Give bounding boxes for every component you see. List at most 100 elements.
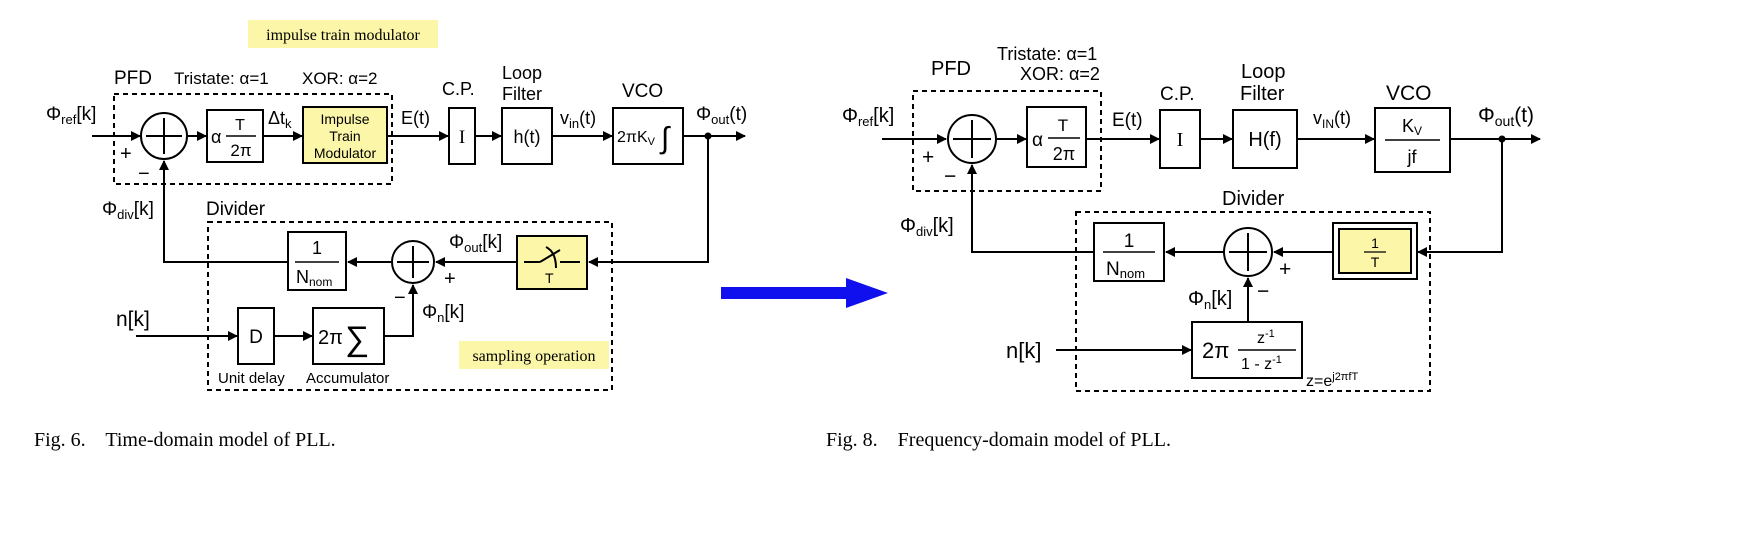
plus-sign: + — [120, 143, 132, 165]
xor-label-r: XOR: α=2 — [1020, 64, 1100, 84]
div-plus: + — [444, 268, 456, 290]
gain-2pi-r: 2π — [1053, 144, 1075, 164]
accumulator-block — [312, 307, 385, 365]
itm-line3: Modulator — [314, 145, 377, 161]
nnom-one-r: 1 — [1124, 231, 1135, 252]
sampler-T: T — [545, 270, 554, 286]
tristate-label-r: Tristate: α=1 — [997, 44, 1097, 64]
transition-arrow — [721, 278, 888, 308]
sampling-note-bg — [459, 341, 609, 369]
phi-div-label-r: Φdiv[k] — [900, 215, 954, 239]
loop-label-r: Loop — [1241, 61, 1286, 83]
nnom-block — [287, 231, 347, 291]
acc-2pi-r: 2π — [1202, 338, 1229, 363]
integral-sign: ∫ — [659, 122, 671, 155]
feedback-wire-r — [1417, 139, 1503, 257]
minus-sign: − — [138, 163, 150, 185]
delta-t-label: Δtk — [268, 108, 292, 131]
loop-label: Loop — [502, 63, 542, 83]
arrow-head — [846, 278, 888, 308]
h-t-text: h(t) — [514, 127, 541, 147]
divider-dashed-box — [207, 221, 613, 391]
e-t-label: E(t) — [401, 108, 430, 128]
v-in-label: vin(t) — [560, 108, 596, 131]
unit-delay-label: Unit delay — [218, 370, 285, 387]
filter-label-r: Filter — [1240, 83, 1285, 105]
divider-dashed-box-r — [1075, 211, 1431, 392]
cp-I-r: I — [1177, 129, 1184, 151]
phi-out-label-r: Φout(t) — [1478, 104, 1534, 129]
filter-label: Filter — [502, 84, 542, 104]
h-f-text: H(f) — [1248, 129, 1281, 151]
div-plus-r: + — [1279, 258, 1291, 281]
divider-label: Divider — [206, 199, 266, 220]
pfd-dashed-box-r — [912, 90, 1102, 192]
accumulator-label: Accumulator — [306, 370, 389, 387]
cp-block-r — [1159, 109, 1201, 169]
vco-label: VCO — [622, 81, 663, 102]
gain-block-r — [1026, 106, 1087, 168]
acc-2pi: 2π — [318, 327, 343, 349]
inv-T-T: T — [1371, 254, 1380, 270]
xor-label: XOR: α=2 — [302, 69, 378, 88]
pfd-dashed-box — [113, 93, 393, 185]
nnom-text: Nnom — [296, 267, 332, 289]
phi-ref-label: Φref[k] — [46, 104, 96, 127]
unit-delay-block — [237, 307, 275, 365]
cp-block — [448, 107, 476, 165]
e-t-label-r: E(t) — [1112, 110, 1143, 131]
inv-T-one: 1 — [1371, 235, 1379, 251]
loop-filter-block-r — [1232, 109, 1298, 169]
delay-D: D — [249, 327, 263, 348]
gain-T: T — [235, 117, 245, 134]
caption-fig8: Fig. 8. Frequency-domain model of PLL. — [826, 429, 1171, 451]
feedback-wire — [588, 136, 709, 267]
div-to-pfd-wire — [159, 160, 288, 263]
caption-fig6: Fig. 6. Time-domain model of PLL. — [34, 429, 336, 451]
vco-text: 2πKV — [617, 129, 656, 148]
arrow-shaft — [721, 287, 849, 299]
v-in-label-r: vIN(t) — [1313, 108, 1351, 131]
n-k-label: n[k] — [116, 308, 150, 331]
itm-line1: Impulse — [320, 111, 369, 127]
phi-out-label: Φout(t) — [696, 104, 747, 127]
pfd-label: PFD — [114, 68, 152, 89]
z-def: z=ej2πfT — [1306, 371, 1358, 390]
sampler-switch — [539, 249, 561, 263]
phi-n-label: Φn[k] — [422, 302, 464, 325]
impulse-note-bg — [248, 20, 438, 48]
pfd-label-r: PFD — [931, 58, 971, 80]
impulse-note: impulse train modulator — [266, 27, 420, 44]
phi-n-label-r: Φn[k] — [1188, 288, 1232, 312]
phi-ref-label-r: Φref[k] — [842, 105, 894, 129]
div-minus-r: − — [1257, 280, 1269, 303]
phi-div-label: Φdiv[k] — [102, 199, 154, 222]
phi-out-k-label: Φout[k] — [449, 232, 502, 255]
div-to-pfd-r — [967, 164, 1094, 253]
vco-kv: KV — [1402, 116, 1422, 138]
time-domain-model: impulse train modulator sampling operati… — [34, 20, 747, 451]
vco-jf: jf — [1407, 147, 1418, 167]
n-k-label-r: n[k] — [1006, 338, 1041, 363]
tristate-label: Tristate: α=1 — [174, 69, 269, 88]
sampler-arc — [545, 246, 557, 269]
sampling-note: sampling operation — [472, 348, 595, 365]
acc-den: 1 - z-1 — [1241, 354, 1282, 373]
plus-sign-r: + — [922, 146, 934, 169]
gain-alpha: α — [211, 127, 221, 147]
itm-line2: Train — [329, 128, 360, 144]
gain-T-r: T — [1058, 116, 1068, 135]
nnom-text-r: Nnom — [1106, 259, 1145, 281]
minus-sign-r: − — [944, 165, 956, 188]
acc-sigma: ∑ — [345, 320, 369, 358]
loop-filter-block — [501, 107, 553, 165]
cp-label-r: C.P. — [1160, 84, 1195, 105]
cp-label: C.P. — [442, 79, 475, 99]
inv-T-inner — [1338, 228, 1412, 274]
div-minus: − — [394, 287, 406, 309]
frequency-domain-model: PFD Tristate: α=1 XOR: α=2 C.P. Loop Fil… — [826, 44, 1541, 451]
acc-num: z-1 — [1257, 328, 1275, 347]
divider-label-r: Divider — [1222, 188, 1285, 210]
gain-2pi: 2π — [230, 141, 251, 160]
